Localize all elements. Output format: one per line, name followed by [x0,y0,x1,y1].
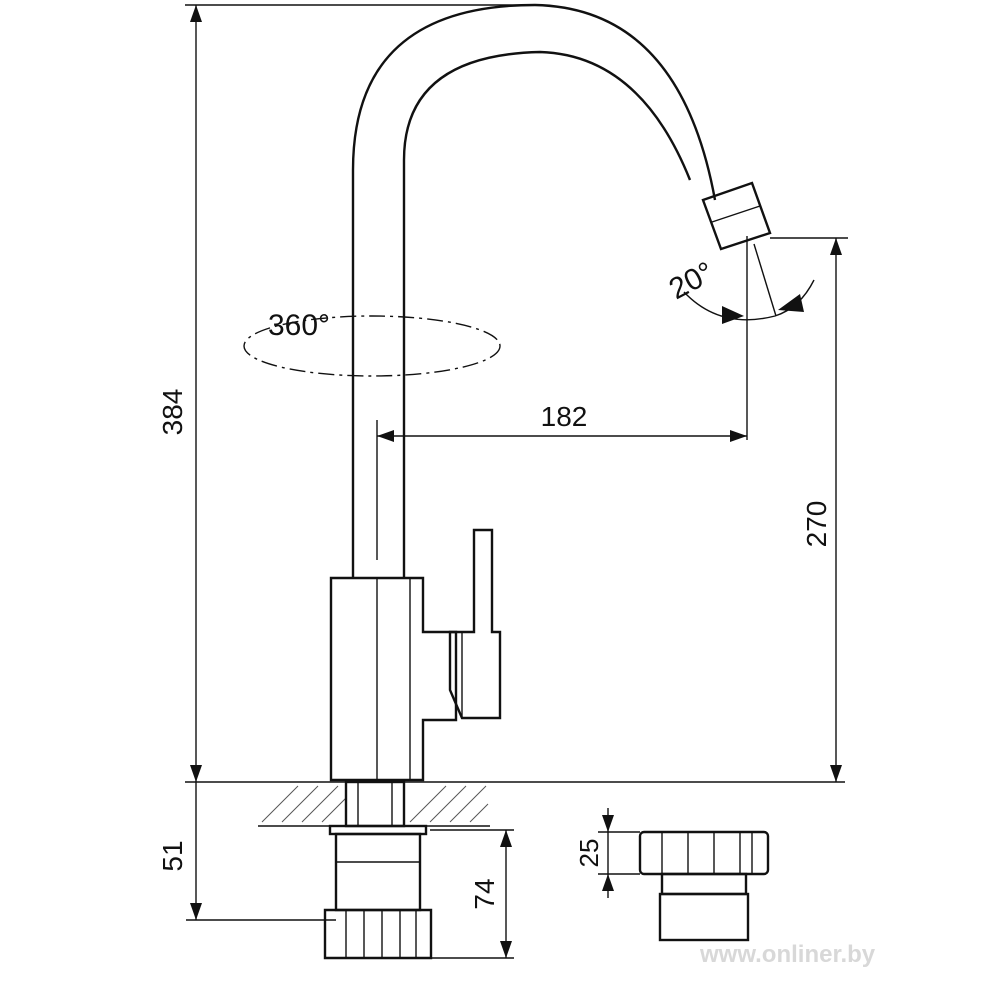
dimension-hose-fitting-label: 74 [469,878,500,909]
nut-detail [638,830,770,942]
faucet-body [329,576,458,782]
aerator [701,181,772,251]
aerator-angle-label: 20° [664,256,720,306]
faucet-outline [329,3,772,782]
angle-arrow-right [778,294,804,312]
mounting-shank [344,780,406,828]
aerator-angle-indicator: 20° [664,236,815,440]
dimension-spout-reach: 182 [376,401,747,560]
hose-fitting-sleeve [334,832,422,912]
nut-body [638,830,770,876]
rotation-ellipse [243,315,501,377]
countertop [185,780,845,836]
watermark: www.onliner.by [699,941,876,968]
rotation-label: 360° [268,309,330,342]
rotation-indicator: 360° [243,309,501,377]
aerator-band [711,205,761,223]
dimension-spout-height: 270 [770,237,848,782]
dimension-total-height-label: 384 [157,389,188,436]
dimension-nut-height-label: 25 [574,839,604,868]
dimension-shank-length: 51 [157,782,336,921]
dimension-shank-length-label: 51 [157,840,188,871]
mounting-washer [328,824,428,836]
spout-outer-contour [351,3,717,578]
hose-fitting [323,832,433,960]
dimension-spout-height-label: 270 [801,501,832,548]
nut-shaft [658,892,750,942]
angle-arrow-left [722,306,744,324]
countertop-hatching [261,785,489,823]
dimension-total-height: 384 [157,4,525,782]
dimension-spout-reach-label: 182 [541,401,588,432]
dimension-hose-fitting: 74 [430,829,514,959]
lever-handle [448,528,502,720]
dimension-nut-height: 25 [574,808,640,898]
spout-inner-contour [402,50,692,578]
nut-stem [660,872,748,896]
hose-fitting-grip [323,908,433,960]
